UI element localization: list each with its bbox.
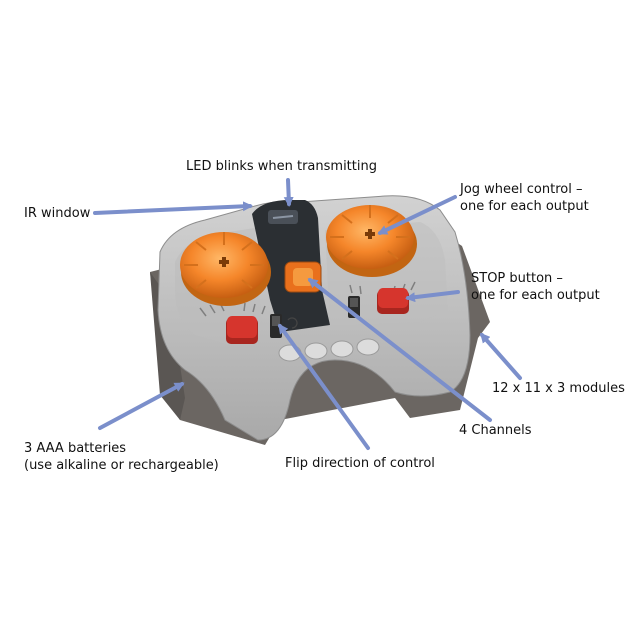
label-modules-text: 12 x 11 x 3 modules: [492, 381, 625, 396]
label-led-text: LED blinks when transmitting: [186, 159, 377, 174]
label-ir-window: IR window: [24, 205, 90, 222]
label-channels-text: 4 Channels: [459, 423, 532, 438]
arrow-stop-button: [405, 290, 460, 303]
label-modules: 12 x 11 x 3 modules: [492, 380, 625, 397]
label-stop-line1: STOP button –: [471, 271, 563, 286]
arrow-jog-wheel: [377, 195, 457, 235]
callout-arrows: [93, 178, 522, 450]
label-batteries-line2: (use alkaline or rechargeable): [24, 458, 219, 473]
flip-symbol-icon: [287, 317, 298, 329]
label-flip: Flip direction of control: [285, 455, 435, 472]
bottom-stud-3: [330, 340, 354, 358]
arrow-ir-window: [93, 201, 253, 215]
label-batteries-line1: 3 AAA batteries: [24, 441, 127, 456]
label-channels: 4 Channels: [459, 422, 532, 439]
arrow-modules: [480, 332, 522, 380]
arrow-batteries: [98, 382, 185, 430]
bottom-stud-4: [356, 338, 380, 356]
label-ir-window-text: IR window: [24, 206, 91, 221]
left-jog-wheel[interactable]: [180, 232, 271, 306]
arrow-channels: [307, 278, 492, 422]
label-jog-wheel: Jog wheel control – one for each output: [460, 181, 589, 215]
arrow-led: [283, 178, 294, 207]
label-led: LED blinks when transmitting: [186, 158, 377, 175]
label-stop-line2: one for each output: [471, 288, 600, 303]
arrow-flip: [278, 323, 370, 450]
label-jog-line1: Jog wheel control –: [460, 182, 583, 197]
label-batteries: 3 AAA batteries (use alkaline or recharg…: [24, 440, 219, 474]
bottom-stud-2: [304, 342, 328, 360]
left-stop-button[interactable]: [226, 316, 258, 344]
label-stop-button: STOP button – one for each output: [471, 270, 600, 304]
channel-selector[interactable]: [284, 261, 322, 293]
right-stop-button[interactable]: [377, 288, 409, 314]
label-jog-line2: one for each output: [460, 199, 589, 214]
label-flip-text: Flip direction of control: [285, 456, 435, 471]
